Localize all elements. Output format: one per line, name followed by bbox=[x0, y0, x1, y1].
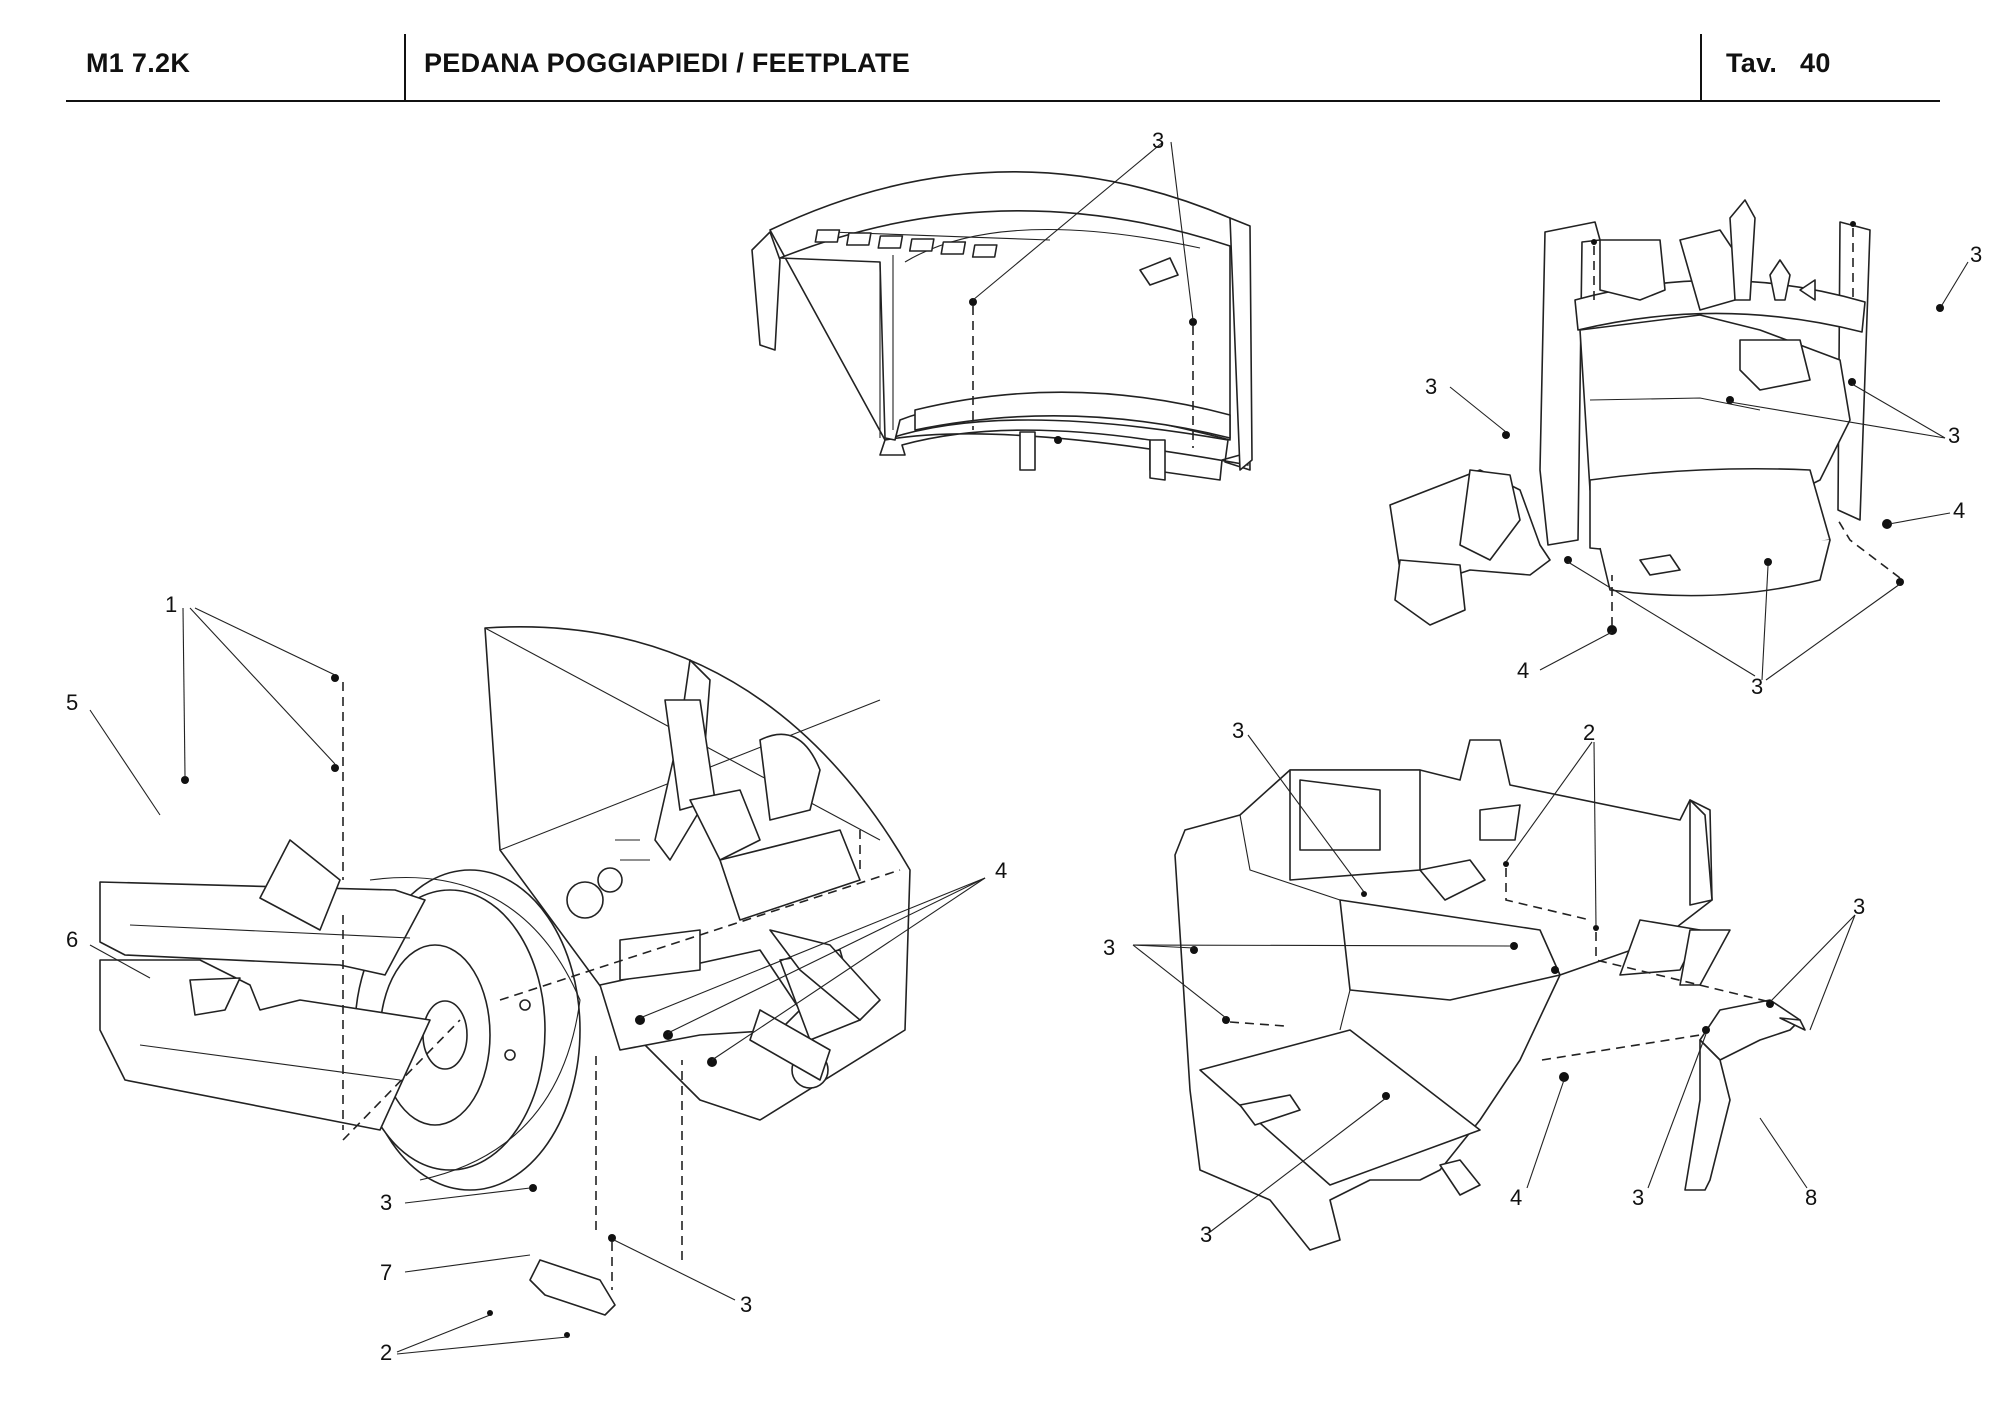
callout-3: 3 bbox=[1970, 242, 1982, 267]
feetplate-assembly-view bbox=[99, 626, 911, 1338]
table-number: 40 bbox=[1800, 48, 1831, 78]
callout-3: 3 bbox=[1751, 674, 1763, 699]
callout-4: 4 bbox=[1510, 1185, 1522, 1210]
callout-labels: 3 3 3 3 4 4 3 1 5 6 4 3 7 3 2 3 2 3 3 4 … bbox=[66, 128, 1982, 1365]
table-label: Tav. bbox=[1726, 48, 1778, 78]
callout-6: 6 bbox=[66, 927, 78, 952]
callout-2: 2 bbox=[380, 1340, 392, 1365]
callout-7: 7 bbox=[380, 1260, 392, 1285]
callout-4: 4 bbox=[995, 858, 1007, 883]
callout-3: 3 bbox=[1632, 1185, 1644, 1210]
callout-3: 3 bbox=[1103, 935, 1115, 960]
callout-4: 4 bbox=[1517, 658, 1529, 683]
model-code: M1 7.2K bbox=[86, 48, 191, 78]
frame-rear-view bbox=[1389, 199, 1944, 635]
callout-3: 3 bbox=[1948, 423, 1960, 448]
cab-floor-view bbox=[1174, 739, 1806, 1251]
callout-3: 3 bbox=[1200, 1222, 1212, 1247]
callout-3: 3 bbox=[1425, 374, 1437, 399]
callout-3: 3 bbox=[1152, 128, 1164, 153]
callout-3: 3 bbox=[740, 1292, 752, 1317]
header-divider-right bbox=[1700, 34, 1702, 100]
roof-canopy-view bbox=[751, 171, 1253, 481]
callout-2: 2 bbox=[1583, 720, 1595, 745]
callout-5: 5 bbox=[66, 690, 78, 715]
callout-4: 4 bbox=[1953, 498, 1965, 523]
callout-3: 3 bbox=[1853, 894, 1865, 919]
callout-3: 3 bbox=[1232, 718, 1244, 743]
page-title: PEDANA POGGIAPIEDI / FEETPLATE bbox=[424, 48, 911, 78]
header-rule bbox=[66, 100, 1940, 102]
callout-3: 3 bbox=[380, 1190, 392, 1215]
callout-1: 1 bbox=[165, 592, 177, 617]
header-divider-left bbox=[404, 34, 406, 100]
leader-lines bbox=[89, 141, 1969, 1355]
callout-8: 8 bbox=[1805, 1185, 1817, 1210]
